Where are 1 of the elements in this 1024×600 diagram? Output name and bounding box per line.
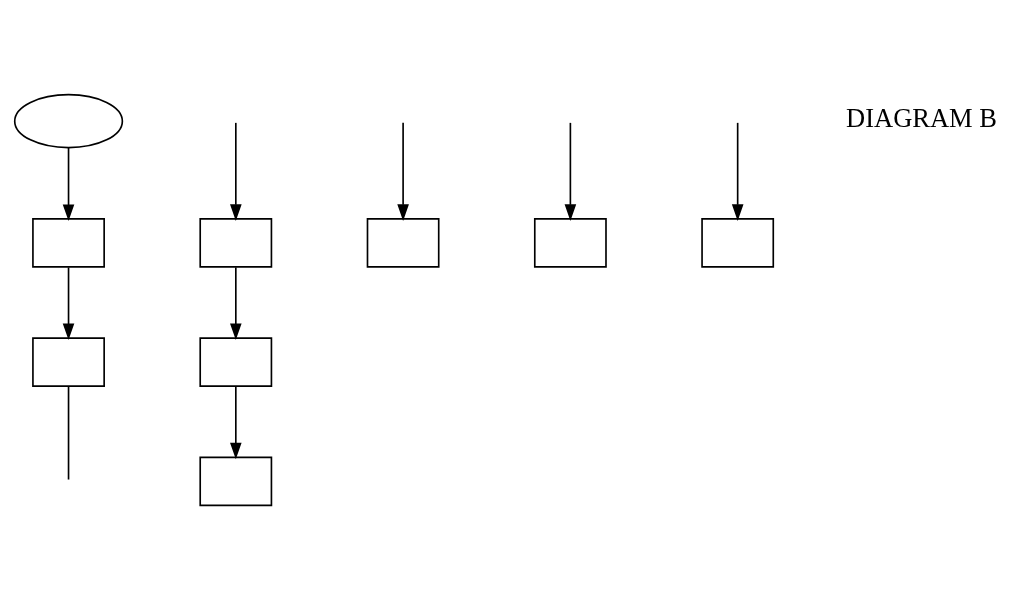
label: DIAGRAM B: [846, 103, 997, 134]
